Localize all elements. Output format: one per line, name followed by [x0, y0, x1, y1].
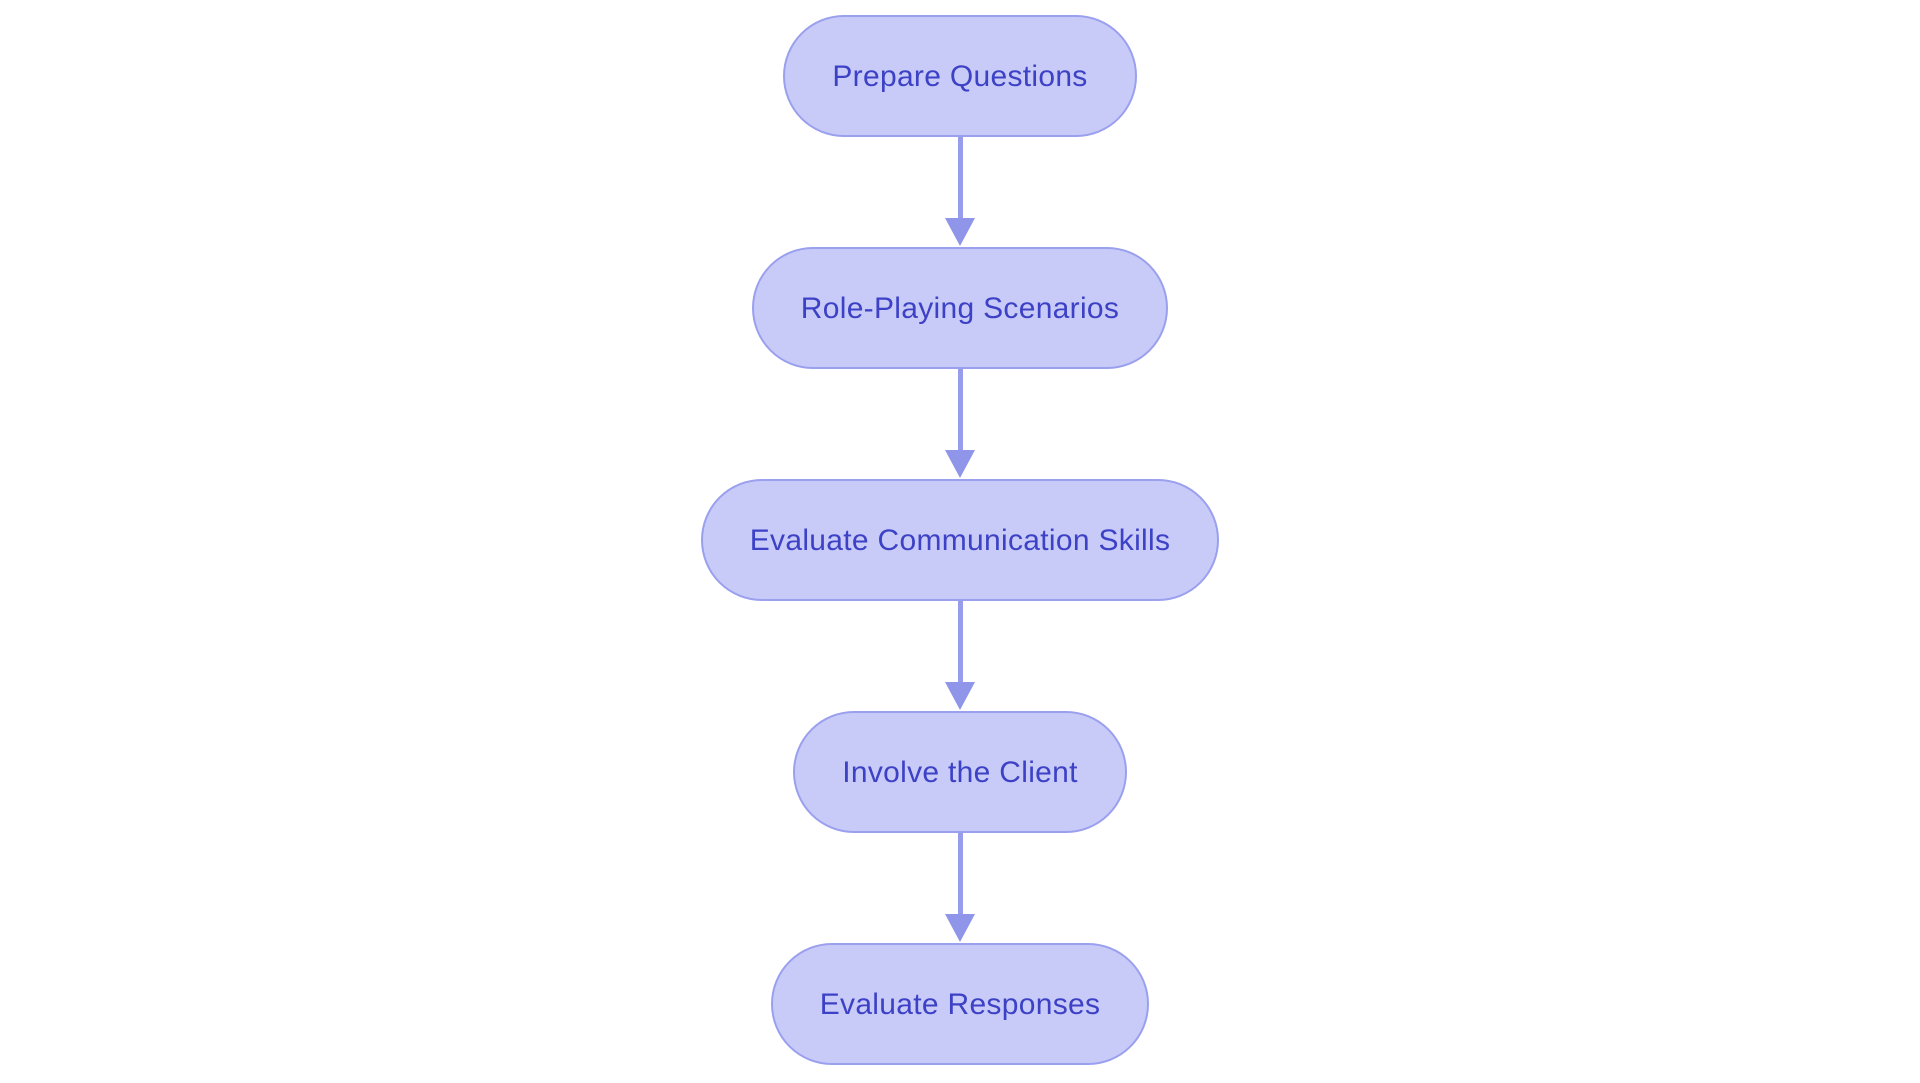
flow-node-n2: Role-Playing Scenarios [751, 247, 1169, 369]
flow-arrow-n3-to-n4 [945, 601, 975, 711]
flow-node-label: Evaluate Communication Skills [749, 524, 1171, 557]
arrow-head-down-icon [945, 682, 975, 710]
flow-node-label: Prepare Questions [832, 60, 1088, 93]
flow-node-label: Involve the Client [842, 756, 1078, 789]
arrow-head-down-icon [945, 914, 975, 942]
arrow-head-down-icon [945, 450, 975, 478]
flow-arrow-n2-to-n3 [945, 369, 975, 479]
flow-node-n4: Involve the Client [793, 711, 1127, 833]
arrow-line [957, 137, 963, 219]
flow-arrow-n1-to-n2 [945, 137, 975, 247]
flow-node-n3: Evaluate Communication Skills [700, 479, 1220, 601]
arrow-line [957, 601, 963, 683]
flow-arrow-n4-to-n5 [945, 833, 975, 943]
arrow-line [957, 833, 963, 915]
arrow-line [957, 369, 963, 451]
flow-node-label: Role-Playing Scenarios [800, 292, 1120, 325]
flow-node-n5: Evaluate Responses [770, 943, 1150, 1065]
flow-node-n1: Prepare Questions [783, 15, 1137, 137]
arrow-head-down-icon [945, 218, 975, 246]
flow-node-label: Evaluate Responses [819, 988, 1101, 1021]
